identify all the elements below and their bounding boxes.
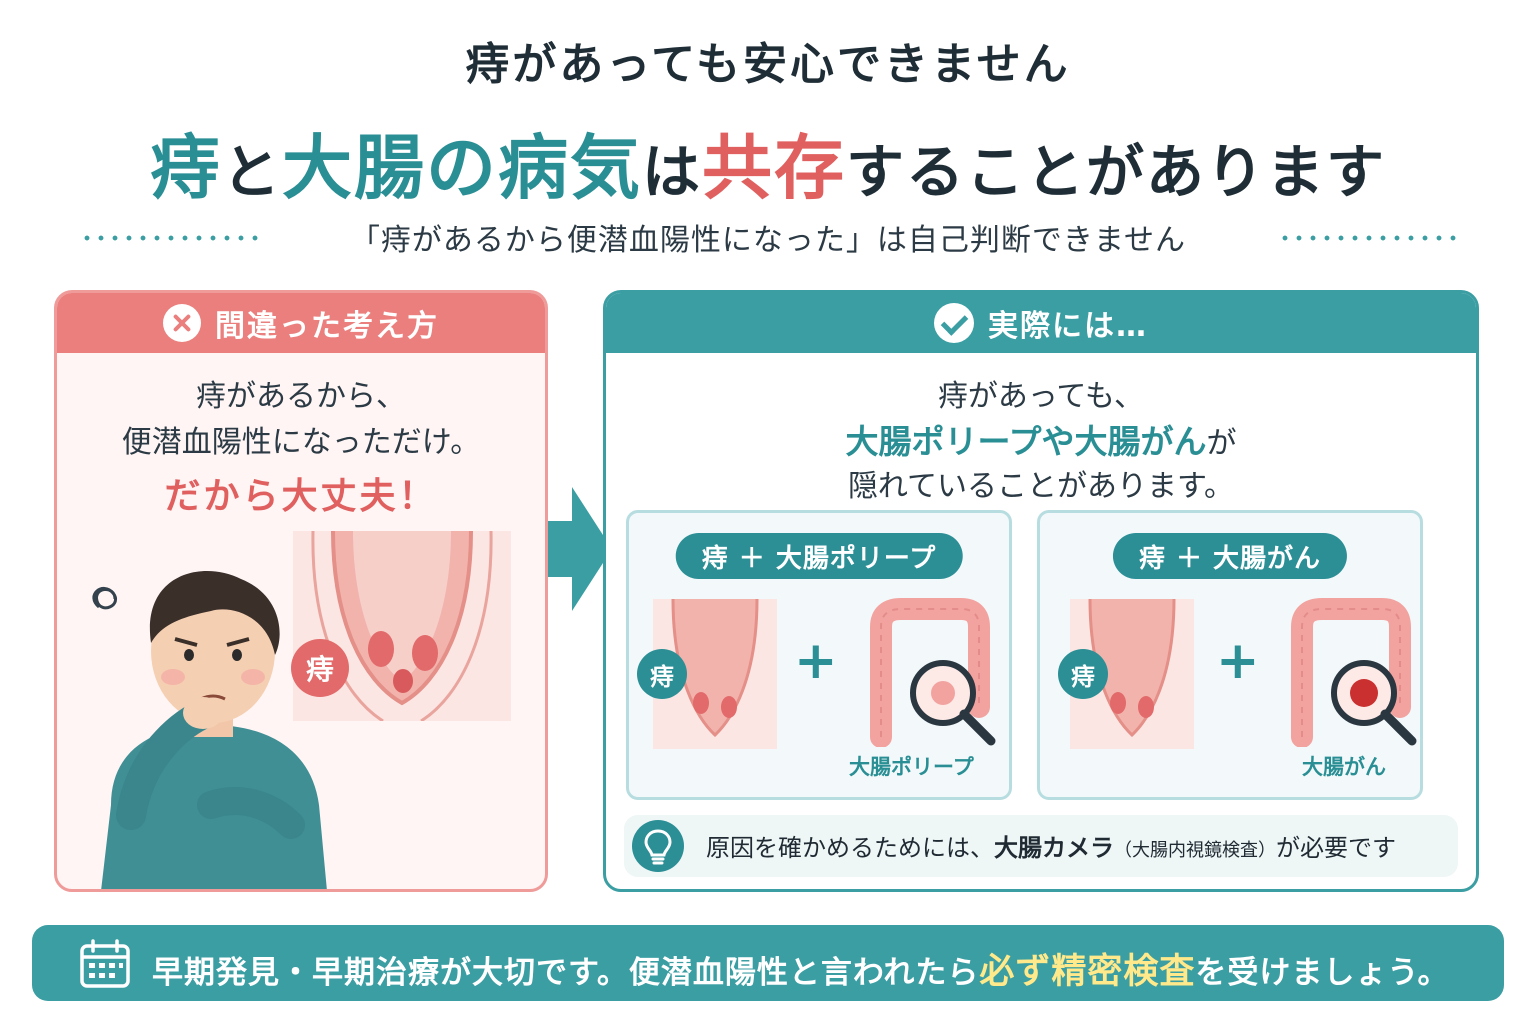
check-icon: [934, 303, 974, 343]
cancer-card-title: 痔 ＋ 大腸がん: [1112, 533, 1348, 579]
wrong-idea-heading: 間違った考え方: [215, 309, 439, 344]
tip-box: 原因を確かめるためには、大腸カメラ（大腸内視鏡検査）が必要です: [624, 815, 1458, 877]
main-title-part: 共存: [702, 127, 846, 209]
plus-sign: +: [794, 631, 838, 691]
main-title-part: 痔: [149, 127, 222, 209]
hemorrhoid-badge: 痔: [1058, 649, 1108, 699]
top-title: 痔があっても安心できません: [465, 39, 1071, 90]
lightbulb-icon: [632, 820, 684, 872]
colon-polyp-illustration: [870, 598, 996, 747]
banner-highlight: 必ず精密検査: [979, 952, 1196, 992]
banner-text: 早期発見・早期治療が大切です。便潜血陽性と言われたら必ず精密検査を受けましょう。: [152, 943, 1450, 994]
wrong-idea-line2: 便潜血陽性になっただけ。: [121, 425, 481, 460]
subtitle: 「痔があるから便潜血陽性になった」は自己判断できません: [349, 223, 1187, 258]
wrong-idea-line1: 痔があるから、: [196, 379, 406, 414]
actual-panel: 実際には… 痔があっても、 大腸ポリープや大腸がんが 隠れていることがあります。…: [603, 290, 1479, 892]
banner-text-part: を受けましょう。: [1195, 955, 1450, 991]
worried-man-illustration: [92, 570, 327, 889]
polyp-caption: 大腸ポリープ: [849, 755, 974, 779]
main-title: 痔と大腸の病気は共存することがあります: [0, 112, 1536, 213]
hemorrhoid-badge: 痔: [637, 649, 687, 699]
banner-text-part: 早期発見・早期治療が大切です。便潜血陽性と言われたら: [152, 955, 980, 991]
tip-text: 原因を確かめるためには、大腸カメラ（大腸内視鏡検査）が必要です: [706, 828, 1396, 863]
actual-line2-teal: 大腸ポリープや大腸がん: [845, 422, 1207, 461]
polyp-card: 痔 ＋ 大腸ポリープ 痔 + 大腸ポリープ: [626, 510, 1012, 800]
wrong-idea-emphasis: だから大丈夫！: [164, 476, 438, 517]
plus-sign: +: [1216, 631, 1260, 691]
actual-line3: 隠れていることがあります。: [847, 469, 1235, 504]
tip-text-part: が必要です: [1276, 834, 1396, 862]
tip-text-bold: 大腸カメラ: [994, 834, 1114, 862]
actual-heading: 実際には…: [988, 309, 1148, 344]
arrow-right-icon: [548, 487, 612, 611]
main-title-part: は: [641, 138, 702, 206]
main-title-part: することがあります: [846, 138, 1387, 206]
cross-icon: [163, 304, 201, 342]
polyp-card-title: 痔 ＋ 大腸ポリープ: [675, 533, 963, 579]
tip-text-part: 原因を確かめるためには、: [706, 834, 994, 862]
actual-line2: 大腸ポリープや大腸がんが: [606, 415, 1476, 463]
wrong-idea-header: 間違った考え方: [57, 293, 545, 353]
main-title-part: と: [221, 138, 282, 206]
cancer-card: 痔 ＋ 大腸がん 痔 + 大腸がん: [1037, 510, 1423, 800]
calendar-icon: [80, 939, 130, 988]
subtitle-row: 「痔があるから便潜血陽性になった」は自己判断できません: [0, 215, 1536, 259]
dot-divider-right: [1278, 235, 1463, 241]
wrong-idea-panel: 間違った考え方 痔があるから、 便潜血陽性になっただけ。 だから大丈夫！ 痔: [54, 290, 548, 892]
actual-line2-rest: が: [1206, 426, 1237, 461]
tip-text-small: （大腸内視鏡検査）: [1114, 840, 1276, 861]
dot-divider-left: [80, 235, 265, 241]
bottom-banner: 早期発見・早期治療が大切です。便潜血陽性と言われたら必ず精密検査を受けましょう。: [32, 925, 1504, 1001]
colon-cancer-illustration: [1291, 598, 1417, 747]
actual-line1: 痔があっても、: [937, 379, 1145, 414]
main-title-part: 大腸の病気: [281, 127, 642, 209]
cancer-caption: 大腸がん: [1302, 755, 1386, 779]
actual-header: 実際には…: [606, 293, 1476, 353]
hemorrhoid-badge: 痔: [291, 639, 349, 697]
